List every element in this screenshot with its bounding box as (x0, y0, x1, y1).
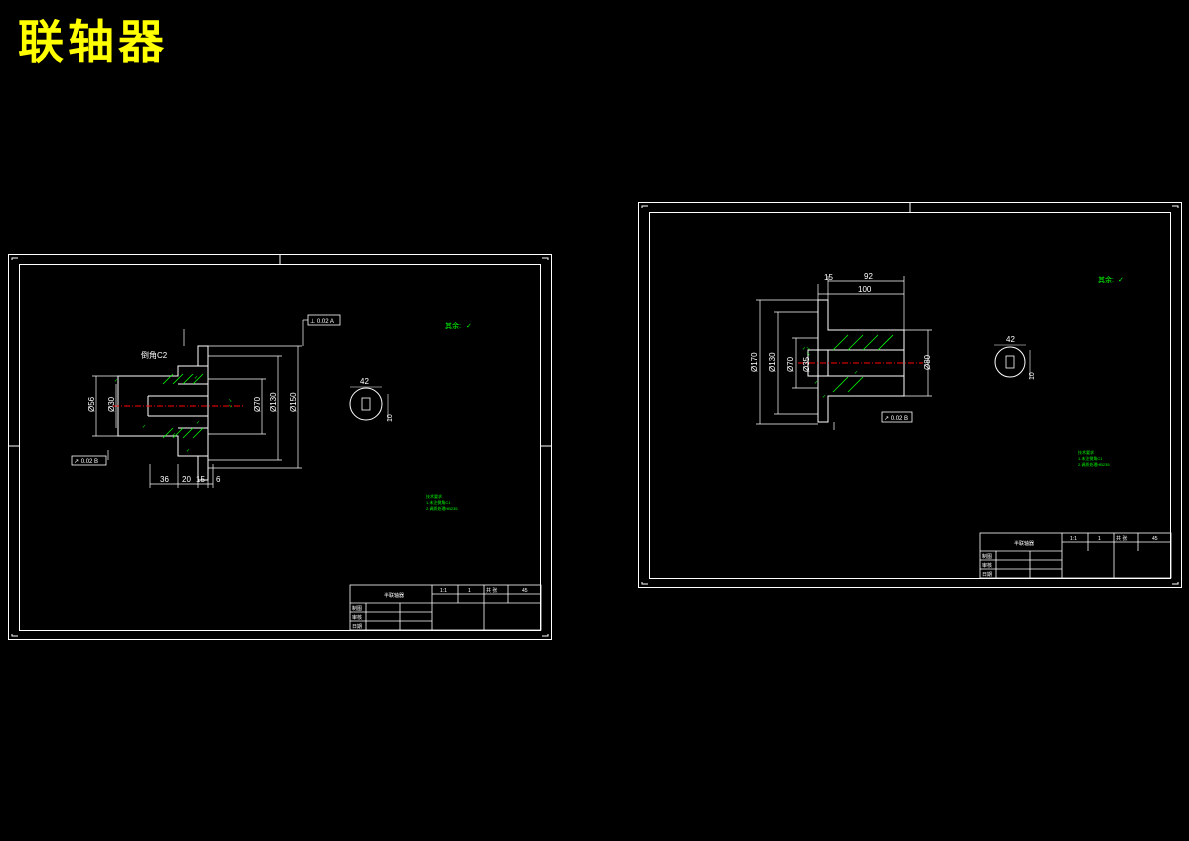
roughness-symbols: ✓ ✓ ✓ ✓ ✓ ✓ ✓ ✓ (114, 375, 234, 454)
dim-right-diameter: Ø80 (923, 354, 932, 370)
section-hatch (832, 334, 894, 393)
keyway-section-view: 42 10 (349, 377, 394, 422)
svg-text:日期: 日期 (352, 624, 362, 630)
dimension-lines (756, 276, 932, 430)
roughness-remainder-symbol: ✓ (1118, 277, 1124, 284)
dim-bottom-3: 15 (196, 475, 205, 484)
svg-text:1:1: 1:1 (1070, 536, 1077, 542)
svg-text:✓: ✓ (186, 448, 190, 454)
svg-text:日期: 日期 (982, 572, 992, 578)
keyway-depth-dim: 10 (387, 414, 394, 422)
svg-text:45: 45 (1152, 536, 1158, 542)
svg-text:1: 1 (1098, 536, 1101, 542)
technical-notes: 技术要求 1.未注倒角C1 2.调质处理HB235 (426, 493, 458, 511)
dim-top-1: 15 (824, 273, 833, 282)
dim-top-2: 92 (864, 272, 873, 281)
svg-text:✓ ✓: ✓ ✓ (806, 346, 812, 356)
roughness-remainder: 其余: (1098, 275, 1114, 284)
dim-bottom-2: 20 (182, 475, 191, 484)
drawing-sheet-2[interactable]: 15 92 100 Ø170 Ø130 Ø70 Ø35 Ø80 ↗ 0.02 B… (638, 202, 1182, 588)
svg-text:共 张: 共 张 (486, 587, 497, 594)
sheet-inner-border (649, 212, 1171, 579)
svg-text:审核: 审核 (982, 562, 992, 569)
svg-text:✓: ✓ (802, 346, 806, 352)
svg-text:制图: 制图 (352, 605, 362, 612)
dim-bottom-1: 36 (160, 475, 169, 484)
drawing-sheet-1[interactable]: 倒角C2 Ø56 Ø30 Ø70 Ø130 Ø150 36 20 15 6 ⊥ … (8, 254, 552, 640)
sheet-outer-border (8, 254, 552, 640)
geometric-tolerance-frame-top: ⊥ 0.02 A (307, 314, 341, 326)
sheet-inner-border (19, 264, 541, 631)
svg-text:✓: ✓ (814, 380, 818, 386)
svg-text:✓: ✓ (172, 432, 176, 438)
sheet-outer-border (638, 202, 1182, 588)
dim-bottom-4: 6 (216, 475, 221, 484)
svg-text:1.未注倒角C1: 1.未注倒角C1 (426, 499, 451, 505)
svg-text:2.调质处理HB235: 2.调质处理HB235 (1078, 461, 1110, 467)
svg-text:✓: ✓ (114, 378, 118, 384)
roughness-remainder-symbol: ✓ (466, 323, 472, 330)
drawing-sheet-2-canvas: 15 92 100 Ø170 Ø130 Ø70 Ø35 Ø80 ↗ 0.02 B… (638, 202, 1182, 588)
svg-text:共 张: 共 张 (1116, 535, 1127, 542)
keyway-width-dim: 42 (360, 377, 369, 386)
svg-text:✓: ✓ (196, 420, 200, 426)
chamfer-label: 倒角C2 (141, 350, 168, 360)
dim-hub-diameter: Ø56 (87, 396, 96, 412)
keyway-section-view: 42 10 (994, 335, 1036, 380)
svg-text:1: 1 (468, 588, 471, 594)
geometric-tolerance-frame-bottom: ↗ 0.02 B (71, 455, 107, 466)
svg-text:45: 45 (522, 588, 528, 594)
svg-text:半联轴器: 半联轴器 (384, 592, 404, 599)
svg-text:✓: ✓ (854, 370, 858, 376)
svg-text:1.未注倒角C1: 1.未注倒角C1 (1078, 455, 1103, 461)
flange-section-view (807, 299, 905, 423)
svg-text:技术要求: 技术要求 (426, 493, 442, 499)
roughness-remainder: 其余: (445, 321, 461, 330)
svg-text:技术要求: 技术要求 (1078, 449, 1094, 455)
svg-text:1:1: 1:1 (440, 588, 447, 594)
dimension-lines (92, 319, 308, 488)
dim-hub-diameter: Ø70 (786, 356, 795, 372)
svg-text:✓: ✓ (194, 375, 198, 381)
dim-top-3: 100 (858, 285, 872, 294)
svg-text:✓: ✓ (822, 394, 826, 400)
svg-text:↗ 0.02 B: ↗ 0.02 B (74, 459, 98, 465)
dim-flange-diameter: Ø130 (768, 352, 777, 372)
dim-flange-diameter: Ø130 (269, 392, 278, 412)
svg-text:↗ 0.02 B: ↗ 0.02 B (884, 416, 908, 422)
geometric-tolerance-frame: ↗ 0.02 B (881, 411, 913, 423)
coupling-section-view (117, 345, 209, 481)
svg-text:审核: 审核 (352, 614, 362, 621)
roughness-symbols: ✓ ✓ ✓ ✓ ✓ ✓ (802, 346, 858, 400)
svg-text:⊥ 0.02 A: ⊥ 0.02 A (310, 318, 334, 325)
title-block: 半联轴器 1:1 1 45 共 张 制图 审核 日期 (349, 584, 542, 631)
technical-notes: 技术要求 1.未注倒角C1 2.调质处理HB235 (1078, 449, 1110, 467)
svg-text:半联轴器: 半联轴器 (1014, 540, 1034, 547)
svg-text:制图: 制图 (982, 553, 992, 560)
keyway-depth-dim: 10 (1029, 372, 1036, 380)
section-hatch (162, 373, 204, 439)
dim-outer-diameter: Ø170 (750, 352, 759, 372)
keyway-width-dim: 42 (1006, 335, 1015, 344)
svg-text:✓: ✓ (142, 424, 146, 430)
dim-inner-diameter: Ø70 (253, 396, 262, 412)
svg-text:✓ ✓: ✓ ✓ (228, 398, 234, 408)
page-title: 联轴器 (18, 15, 168, 69)
dim-outer-diameter: Ø150 (289, 392, 298, 412)
dim-bore-diameter: Ø30 (107, 396, 116, 412)
title-block: 半联轴器 1:1 1 45 共 张 制图 审核 日期 (979, 532, 1172, 579)
dim-bore-diameter: Ø35 (802, 356, 811, 372)
drawing-sheet-1-canvas: 倒角C2 Ø56 Ø30 Ø70 Ø130 Ø150 36 20 15 6 ⊥ … (8, 254, 552, 640)
svg-text:2.调质处理HB235: 2.调质处理HB235 (426, 505, 458, 511)
